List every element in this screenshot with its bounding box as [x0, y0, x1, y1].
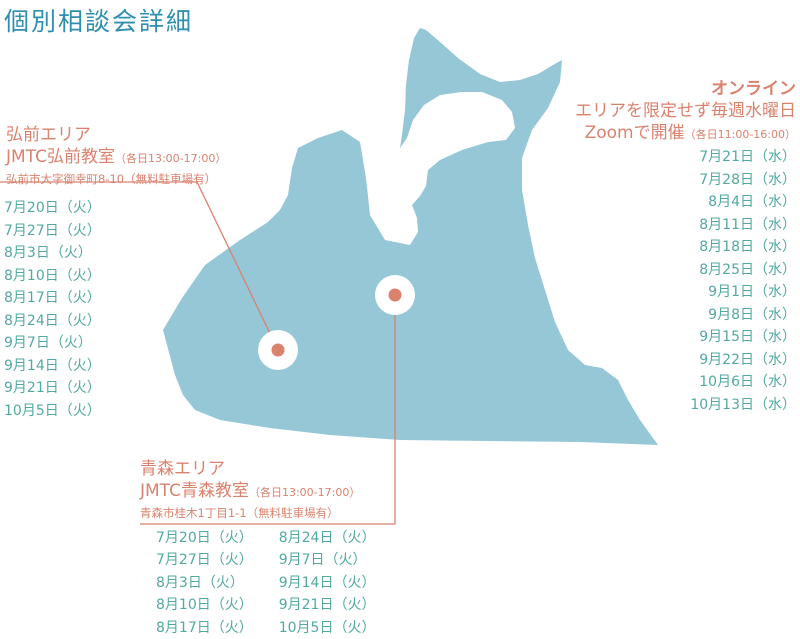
hirosaki-info: 弘前エリア JMTC弘前教室（各日13:00-17:00） 弘前市大字御幸町8-… [6, 124, 226, 188]
aomori-classroom-name: JMTC青森教室 [140, 481, 249, 501]
date-item: 10月6日（水） [699, 374, 796, 390]
date-item: 7月20日（火） [156, 530, 253, 546]
date-item: 9月1日（水） [708, 284, 796, 300]
online-line2: Zoomで開催（各日11:00-16:00） [575, 122, 796, 146]
aomori-classroom-line: JMTC青森教室（各日13:00-17:00） [140, 480, 360, 504]
online-platform: Zoomで開催 [584, 123, 685, 143]
aomori-date-list-right: 8月24日（火） 9月7日（火） 9月14日（火） 9月21日（火） 10月5日（火） [279, 527, 376, 639]
aomori-date-list-left: 7月20日（火） 7月27日（火） 8月3日（火） 8月10日（火） 8月17日（火） [156, 527, 253, 639]
hirosaki-area-label: 弘前エリア [6, 125, 91, 145]
aomori-marker [388, 288, 402, 302]
online-hours: （各日11:00-16:00） [684, 128, 796, 141]
online-line1: エリアを限定せず毎週水曜日 [575, 101, 796, 121]
date-item: 8月18日（水） [699, 239, 796, 255]
hirosaki-address: 弘前市大字御幸町8-10（無料駐車場有） [6, 172, 217, 186]
hirosaki-connector-line [0, 181, 279, 351]
date-item: 7月20日（火） [4, 200, 101, 216]
aomori-hours: （各日13:00-17:00） [248, 486, 361, 499]
date-item: 8月24日（火） [4, 312, 101, 329]
aomori-address: 青森市桂木1丁目1-1（無料駐車場有） [140, 506, 339, 520]
date-item: 9月8日（水） [708, 306, 796, 323]
hirosaki-hours: （各日13:00-17:00） [114, 152, 227, 165]
date-item: 8月17日（火） [4, 290, 101, 306]
hirosaki-date-list: 7月20日（火） 7月27日（火） 8月3日（火） 8月10日（火） 8月17日（火） 8… [4, 197, 101, 422]
aomori-area-label: 青森エリア [140, 459, 225, 479]
online-title: オンライン [711, 79, 796, 99]
date-item: 8月17日（火） [156, 619, 253, 636]
date-item: 8月3日（火） [156, 574, 244, 591]
page-title: 個別相談会詳細 [4, 7, 194, 36]
date-item: 9月14日（火） [278, 574, 376, 591]
date-item: 9月14日（火） [4, 357, 101, 374]
hirosaki-classroom-line: JMTC弘前教室（各日13:00-17:00） [6, 146, 226, 170]
date-item: 9月7日（火） [278, 552, 367, 569]
date-item: 8月24日（火） [278, 530, 376, 546]
aomori-date-columns: 7月20日（火）7月27日（火）8月3日（火）8月10日（火）8月17日（火） … [156, 527, 375, 639]
hirosaki-marker [271, 343, 285, 357]
online-info: オンライン エリアを限定せず毎週水曜日 Zoomで開催（各日11:00-16:0… [575, 78, 796, 416]
date-item: 8月11日（水） [699, 216, 796, 233]
date-item: 10月13日（水） [690, 396, 796, 413]
online-date-list: 7月21日（水） 7月28日（水） 8月4日（水） 8月11日（水） 8月18日（水） 8… [575, 146, 796, 416]
aomori-info: 青森エリア JMTC青森教室（各日13:00-17:00） 青森市桂木1丁目1-… [140, 458, 360, 522]
date-item: 8月3日（火） [4, 245, 92, 261]
aomori-connector-line [140, 295, 396, 525]
date-item: 9月21日（火） [278, 597, 376, 614]
date-item: 8月10日（火） [4, 267, 101, 284]
date-item: 9月22日（水） [699, 351, 796, 368]
date-item: 8月10日（火） [156, 597, 253, 614]
date-item: 7月27日（火） [156, 552, 253, 569]
date-item: 9月7日（火） [4, 335, 92, 351]
date-item: 7月27日（火） [4, 222, 101, 239]
date-item: 10月5日（火） [278, 619, 376, 636]
date-item: 7月28日（水） [699, 171, 796, 188]
date-item: 8月25日（水） [699, 261, 796, 278]
date-item: 7月21日（水） [699, 149, 796, 165]
date-item: 8月4日（水） [708, 194, 796, 210]
hirosaki-classroom-name: JMTC弘前教室 [6, 147, 115, 167]
date-item: 9月21日（火） [4, 380, 101, 396]
date-item: 10月5日（火） [4, 402, 101, 419]
date-item: 9月15日（水） [699, 329, 796, 345]
